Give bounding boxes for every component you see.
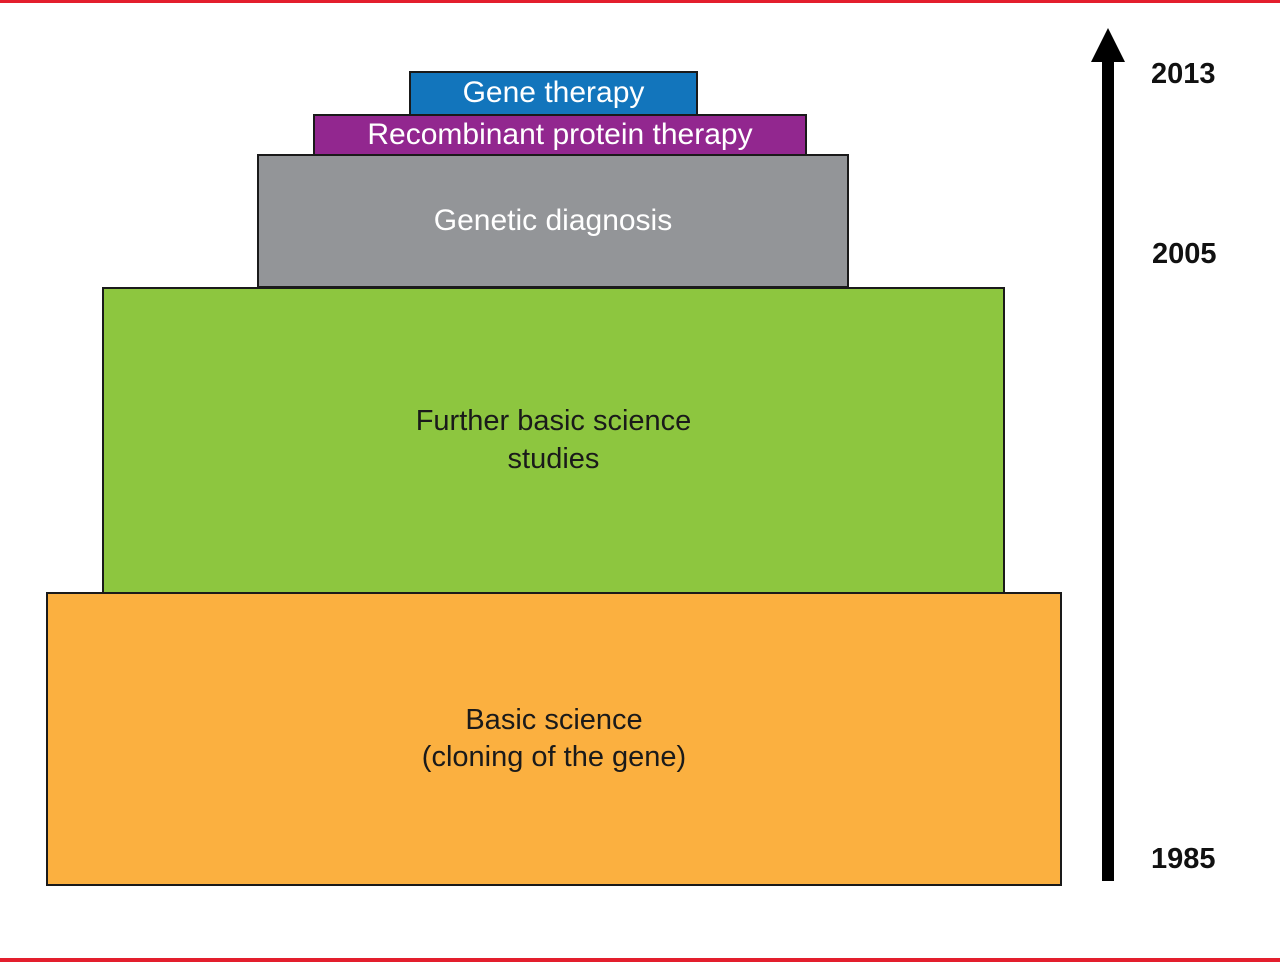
layer-further-basic-science-label: Further basic science studies [415, 405, 692, 475]
top-border-rule [0, 0, 1280, 3]
layer-gene-therapy-label: Gene therapy [462, 76, 645, 110]
layer-recombinant-protein-therapy-label: Recombinant protein therapy [367, 117, 753, 151]
bottom-border-rule [0, 958, 1280, 962]
layer-basic-science-label: Basic science (cloning of the gene) [421, 703, 687, 773]
layer-basic-science: Basic science (cloning of the gene) [46, 592, 1062, 886]
timeline-arrow-shaft [1102, 58, 1114, 881]
layer-genetic-diagnosis-label: Genetic diagnosis [433, 203, 673, 237]
timeline-arrow-head-icon [1091, 28, 1125, 62]
layer-genetic-diagnosis: Genetic diagnosis [257, 154, 849, 288]
layer-gene-therapy: Gene therapy [409, 71, 698, 116]
year-label-1985: 1985 [1151, 843, 1216, 875]
year-label-2005: 2005 [1152, 238, 1217, 270]
year-label-2013: 2013 [1151, 58, 1216, 90]
layer-recombinant-protein-therapy: Recombinant protein therapy [313, 114, 807, 156]
layer-further-basic-science: Further basic science studies [102, 287, 1005, 594]
